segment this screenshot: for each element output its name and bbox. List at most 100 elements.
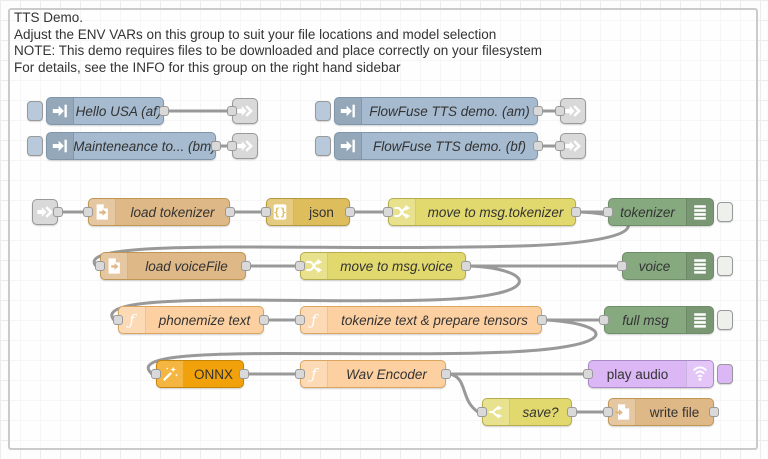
icon-zone: ƒ (301, 361, 328, 387)
node-change-move-tokenizer[interactable]: move to msg.tokenizer (383, 198, 581, 226)
input-port[interactable] (383, 207, 393, 217)
input-port[interactable] (261, 207, 271, 217)
input-port[interactable] (295, 315, 305, 325)
output-port[interactable] (345, 207, 355, 217)
node-load-tokenizer[interactable]: load tokenizer (83, 198, 235, 226)
svg-text:ƒ: ƒ (308, 365, 319, 383)
input-port[interactable] (295, 261, 305, 271)
node-debug-full-msg[interactable]: full msg (599, 306, 733, 334)
input-port[interactable] (151, 369, 161, 379)
inject-button[interactable] (315, 101, 331, 121)
wire[interactable] (448, 372, 480, 414)
inject-arrow-icon (51, 137, 69, 155)
output-port[interactable] (259, 315, 269, 325)
function-icon: ƒ (123, 311, 141, 329)
node-function-wav-encoder[interactable]: ƒ Wav Encoder (295, 360, 451, 388)
inject-button[interactable] (315, 136, 331, 156)
input-port[interactable] (603, 407, 613, 417)
shuffle-icon (305, 257, 323, 275)
wire[interactable] (110, 264, 521, 322)
icon-zone (686, 253, 713, 279)
node-label: Wav Encoder (346, 366, 427, 382)
debug-list-icon (691, 257, 709, 275)
node-label: tokenizer (620, 204, 675, 220)
icon-zone (157, 361, 184, 387)
icon-zone (335, 133, 362, 159)
link-icon (236, 102, 254, 120)
output-port[interactable] (709, 407, 719, 417)
icon-zone (389, 199, 416, 225)
node-label: load voiceFile (145, 258, 228, 274)
node-write-file[interactable]: write file (603, 398, 719, 426)
output-port[interactable] (533, 141, 543, 151)
debug-toggle-button[interactable] (717, 256, 733, 276)
input-port[interactable] (555, 141, 565, 151)
play-button[interactable] (717, 364, 733, 384)
node-label: FlowFuse TTS demo. (am) (369, 103, 530, 119)
output-port[interactable] (567, 407, 577, 417)
input-port[interactable] (95, 261, 105, 271)
node-label: ONNX (193, 366, 233, 382)
output-port[interactable] (239, 369, 249, 379)
node-load-voicefile[interactable]: load voiceFile (95, 252, 251, 280)
node-json-parser[interactable]: {}json (261, 198, 355, 226)
output-port[interactable] (225, 207, 235, 217)
switch-fork-icon (487, 403, 505, 421)
node-debug-voice[interactable]: voice (617, 252, 733, 280)
node-label: play audio (606, 366, 669, 382)
icon-zone (101, 253, 128, 279)
node-onnx[interactable]: ONNX (151, 360, 249, 388)
output-port[interactable] (53, 207, 63, 217)
output-port[interactable] (159, 106, 169, 116)
speaker-icon (691, 365, 709, 383)
node-link-in[interactable] (32, 199, 63, 225)
node-link-out[interactable] (555, 133, 586, 159)
node-inject-hello-usa[interactable]: Hello USA (af) (27, 97, 169, 125)
input-port[interactable] (113, 315, 123, 325)
output-port[interactable] (441, 369, 451, 379)
node-play-audio[interactable]: play audio (583, 360, 733, 388)
input-port[interactable] (83, 207, 93, 217)
input-port[interactable] (599, 315, 609, 325)
debug-toggle-button[interactable] (717, 310, 733, 330)
inject-button[interactable] (27, 136, 43, 156)
node-inject-flowfuse-am[interactable]: FlowFuse TTS demo. (am) (315, 97, 543, 125)
input-port[interactable] (555, 106, 565, 116)
node-inject-flowfuse-bf[interactable]: FlowFuse TTS demo. (bf) (315, 132, 543, 160)
inject-button[interactable] (27, 101, 43, 121)
node-label: voice (638, 258, 671, 274)
icon-zone (47, 133, 74, 159)
input-port[interactable] (227, 106, 237, 116)
node-debug-tokenizer[interactable]: tokenizer (603, 198, 733, 226)
input-port[interactable] (295, 369, 305, 379)
input-port[interactable] (617, 261, 627, 271)
debug-toggle-button[interactable] (717, 202, 733, 222)
node-inject-maintenance[interactable]: Mainteneance to... (bm) (27, 132, 221, 160)
node-link-out[interactable] (555, 98, 586, 124)
output-port[interactable] (241, 261, 251, 271)
wand-icon (161, 365, 179, 383)
node-link-out[interactable] (227, 98, 258, 124)
output-port[interactable] (211, 141, 221, 151)
input-port[interactable] (227, 141, 237, 151)
output-port[interactable] (461, 261, 471, 271)
icon-zone (686, 307, 713, 333)
input-port[interactable] (583, 369, 593, 379)
node-label: json (309, 204, 334, 220)
input-port[interactable] (477, 407, 487, 417)
wire[interactable] (146, 318, 598, 376)
group-label-line: Adjust the ENV VARs on this group to sui… (14, 26, 497, 42)
node-link-out[interactable] (227, 133, 258, 159)
node-change-move-voice[interactable]: move to msg.voice (295, 252, 471, 280)
output-port[interactable] (537, 315, 547, 325)
group-label-line: For details, see the INFO for this group… (14, 59, 401, 75)
input-port[interactable] (603, 207, 613, 217)
output-port[interactable] (571, 207, 581, 217)
node-label: Mainteneance to... (bm) (74, 138, 215, 154)
node-switch-save[interactable]: save? (477, 398, 577, 426)
shuffle-icon (393, 203, 411, 221)
output-port[interactable] (533, 106, 543, 116)
